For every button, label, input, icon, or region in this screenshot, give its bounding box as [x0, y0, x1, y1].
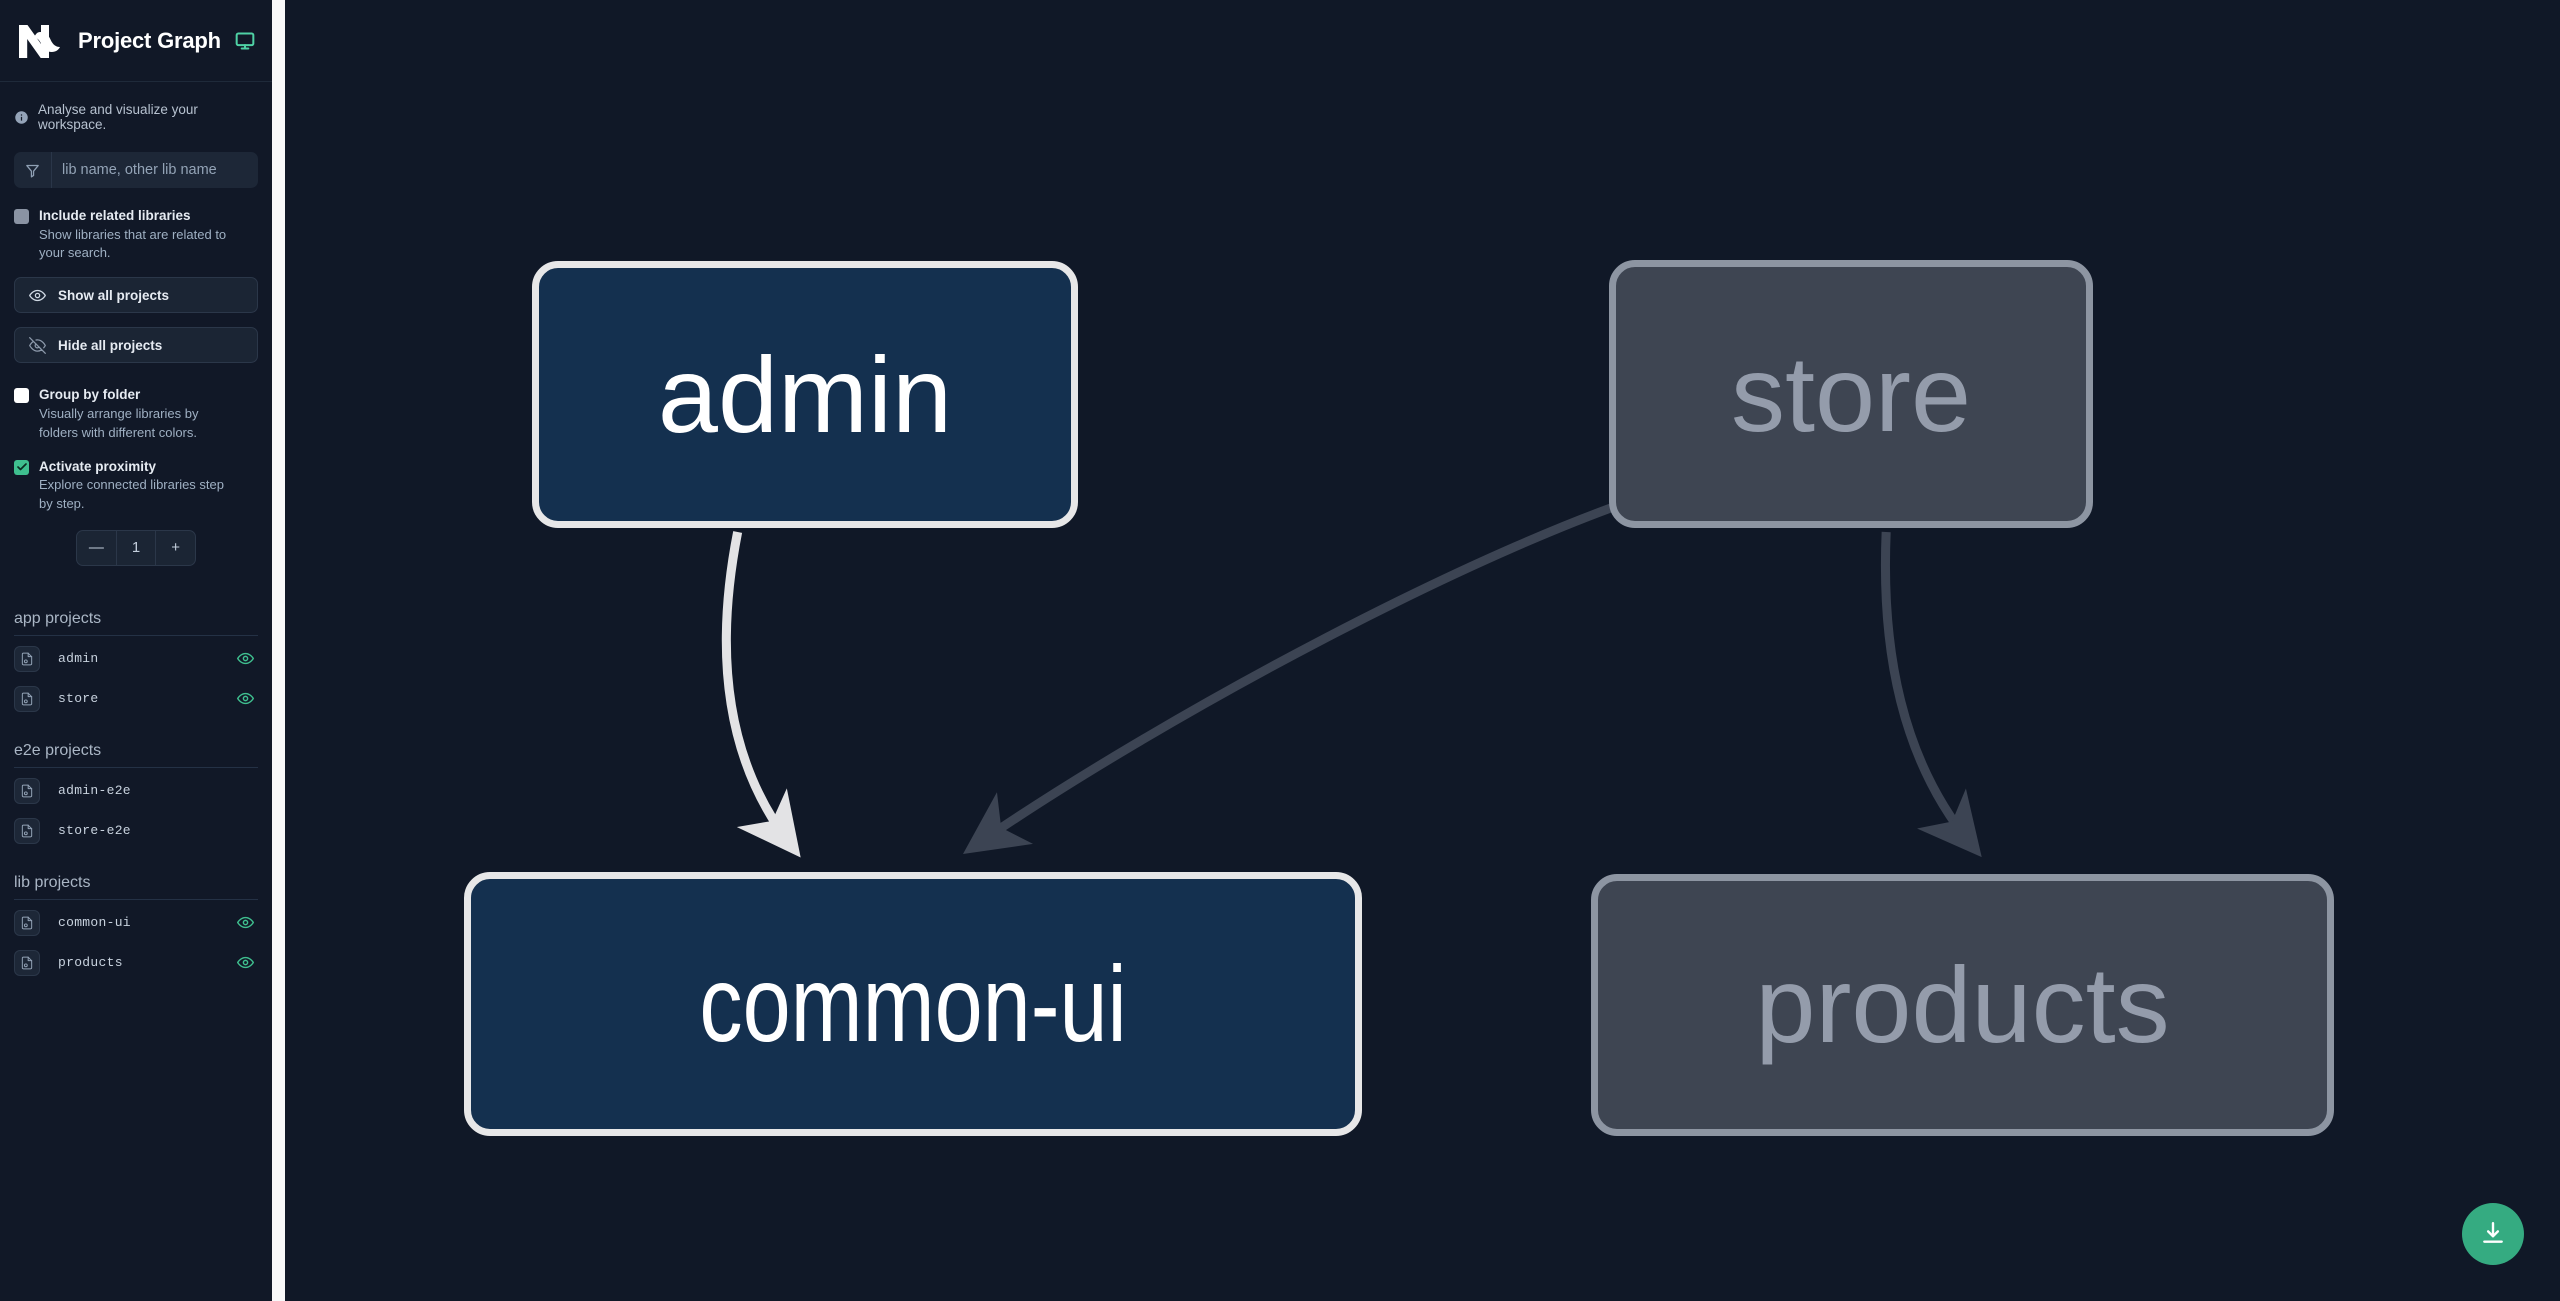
project-name-store: store	[58, 691, 99, 707]
project-visibility-eye-icon[interactable]	[237, 650, 254, 667]
project-name-store-e2e: store-e2e	[58, 823, 131, 839]
monitor-icon[interactable]	[235, 31, 255, 51]
graph-node-products[interactable]: products	[1591, 874, 2334, 1136]
hide-all-projects-button[interactable]: Hide all projects	[14, 327, 258, 364]
sidebar-tagline: Analyse and visualize your workspace.	[0, 82, 272, 136]
group-by-folder-checkbox[interactable]	[14, 388, 29, 404]
project-group-e2e-title: e2e projects	[14, 742, 258, 768]
sidebar: Project Graph Analyse and visualize your…	[0, 0, 272, 1301]
project-row-admin[interactable]: admin	[14, 642, 258, 676]
activate-proximity-checkbox[interactable]	[14, 459, 29, 475]
project-group-e2e: e2e projects admin-e2e store	[0, 742, 272, 848]
project-row-common-ui[interactable]: common-ui	[14, 906, 258, 940]
hide-all-projects-label: Hide all projects	[58, 337, 163, 353]
project-name-admin: admin	[58, 651, 99, 667]
include-related-libraries-description: Show libraries that are related to your …	[39, 226, 227, 261]
graph-node-admin-label: admin	[657, 333, 953, 455]
group-by-folder-description: Visually arrange libraries by folders wi…	[39, 405, 199, 440]
project-name-common-ui: common-ui	[58, 915, 131, 931]
nx-logo	[16, 20, 62, 62]
proximity-value: 1	[115, 530, 157, 565]
show-all-projects-label: Show all projects	[58, 287, 170, 303]
graph-edges	[721, 480, 1982, 858]
project-row-store-e2e[interactable]: store-e2e	[14, 814, 258, 848]
project-group-lib-title: lib projects	[14, 874, 258, 900]
project-name-admin-e2e: admin-e2e	[58, 783, 131, 799]
project-row-admin-e2e[interactable]: admin-e2e	[14, 774, 258, 808]
graph-node-store[interactable]: store	[1609, 260, 2093, 528]
project-file-icon	[14, 645, 40, 672]
proximity-stepper[interactable]: — 1 +	[76, 529, 196, 566]
edge-store-to-products	[1880, 531, 1982, 858]
download-icon	[2480, 1220, 2506, 1249]
activate-proximity-label: Activate proximity	[39, 458, 157, 474]
project-file-icon	[14, 817, 40, 844]
project-visibility-eye-icon[interactable]	[237, 954, 254, 971]
option-include-related-libraries[interactable]: Include related libraries Show libraries…	[0, 188, 272, 263]
option-group-by-folder[interactable]: Group by folder Visually arrange librari…	[0, 363, 272, 442]
include-related-libraries-label: Include related libraries	[39, 208, 191, 223]
graph-node-admin[interactable]: admin	[532, 261, 1078, 528]
info-icon	[14, 110, 29, 125]
edge-admin-to-common-ui	[721, 531, 801, 858]
graph-node-common-ui-label: common-ui	[699, 943, 1127, 1064]
project-group-lib: lib projects common-ui	[0, 874, 272, 980]
edge-store-to-common-ui	[962, 480, 1682, 854]
sidebar-divider	[272, 0, 285, 1301]
download-graph-button[interactable]	[2462, 1203, 2524, 1265]
search-input[interactable]	[52, 162, 258, 178]
project-file-icon	[14, 949, 40, 976]
proximity-increment-button[interactable]: +	[171, 539, 181, 557]
project-name-products: products	[58, 955, 123, 971]
filter-icon[interactable]	[14, 152, 52, 188]
project-row-products[interactable]: products	[14, 946, 258, 980]
sidebar-tagline-text: Analyse and visualize your workspace.	[38, 102, 198, 132]
graph-node-store-label: store	[1730, 333, 1972, 454]
eye-icon	[29, 287, 46, 304]
project-group-app-title: app projects	[14, 610, 258, 636]
graph-canvas[interactable]: admin store common-ui products	[272, 0, 2560, 1301]
group-by-folder-label: Group by folder	[39, 387, 141, 403]
project-row-store[interactable]: store	[14, 682, 258, 716]
project-file-icon	[14, 685, 40, 712]
activate-proximity-description: Explore connected libraries step by step…	[39, 477, 224, 511]
project-visibility-eye-icon[interactable]	[237, 914, 254, 931]
include-related-libraries-checkbox[interactable]	[14, 209, 29, 224]
project-file-icon	[14, 909, 40, 936]
project-group-app: app projects admin	[0, 610, 272, 716]
search-container	[0, 136, 272, 188]
project-file-icon	[14, 777, 40, 804]
show-all-projects-button[interactable]: Show all projects	[14, 277, 258, 314]
graph-node-products-label: products	[1755, 944, 2170, 1065]
graph-node-common-ui[interactable]: common-ui	[464, 872, 1362, 1136]
search-box[interactable]	[14, 152, 258, 188]
sidebar-header: Project Graph	[0, 0, 272, 82]
proximity-decrement-button[interactable]: —	[88, 539, 104, 557]
eye-off-icon	[29, 336, 46, 354]
page-title: Project Graph	[78, 27, 221, 53]
option-activate-proximity[interactable]: Activate proximity Explore connected lib…	[0, 443, 272, 514]
project-visibility-eye-icon[interactable]	[237, 690, 254, 707]
